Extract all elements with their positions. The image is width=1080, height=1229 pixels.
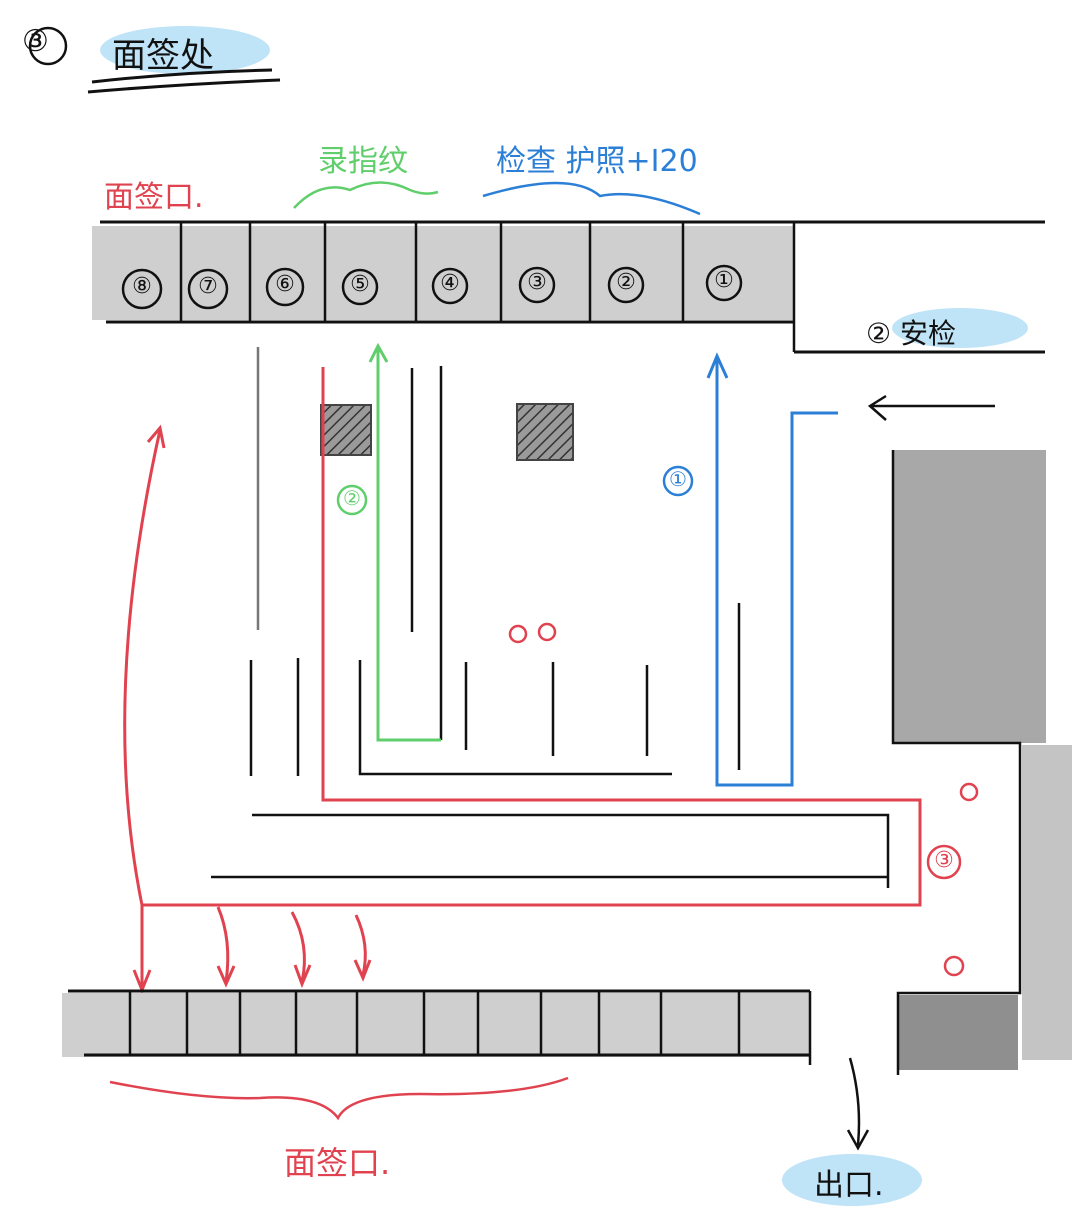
window-4: ④	[440, 271, 460, 296]
exit-arrow	[848, 1057, 861, 1146]
entrance-arrow	[867, 394, 995, 421]
title-highlight	[100, 26, 270, 74]
bottom-dividers	[128, 991, 812, 1065]
blue-brace	[482, 181, 701, 216]
route-blue-marker	[662, 465, 694, 497]
title-number-circle	[28, 26, 68, 66]
red-dots	[508, 622, 979, 977]
section-number: ③	[22, 24, 49, 59]
top-window-circles	[121, 264, 743, 310]
red-brace	[109, 1076, 569, 1121]
title-underline-2	[87, 78, 281, 94]
route-blue	[706, 352, 838, 787]
bottom-counter-shading	[62, 993, 810, 1057]
label-green-top: 录指纹	[318, 144, 408, 179]
pillar-right	[516, 403, 574, 461]
window-3: ③	[527, 270, 547, 295]
label-red-top: 面签口.	[104, 180, 204, 215]
label-security: ② 安检	[866, 317, 957, 350]
green-brace	[293, 181, 439, 209]
label-blue-top: 检查 护照+I20	[496, 144, 698, 179]
route-red-marker	[926, 844, 962, 880]
security-highlight	[892, 308, 1028, 348]
label-exit: 出口.	[814, 1168, 884, 1203]
window-2: ②	[616, 270, 636, 295]
window-6: ⑥	[275, 272, 295, 297]
pillar-left	[320, 404, 372, 456]
exit-shaded-area	[898, 995, 1018, 1070]
window-8: ⑧	[132, 274, 152, 299]
counter-dividers	[179, 222, 796, 352]
queue-barriers	[211, 347, 890, 888]
top-counter-shading	[92, 226, 794, 320]
label-red-bottom: 面签口.	[284, 1144, 391, 1182]
right-wall	[891, 450, 1022, 1075]
route-green	[368, 342, 441, 742]
title-underline	[91, 68, 273, 84]
exit-arrow-head	[846, 1129, 870, 1151]
right-shaded-strip	[1022, 745, 1072, 1060]
window-7: ⑦	[198, 274, 218, 299]
section-title: 面签处	[112, 36, 214, 76]
route-red	[123, 367, 922, 995]
right-shaded-area	[893, 450, 1046, 743]
exit-highlight	[782, 1154, 922, 1206]
route-blue-label: ①	[669, 467, 687, 491]
route-green-marker	[336, 484, 368, 516]
window-5: ⑤	[350, 272, 370, 297]
route-green-label: ②	[343, 486, 361, 510]
window-1: ①	[714, 268, 734, 293]
route-red-label: ③	[934, 848, 954, 873]
